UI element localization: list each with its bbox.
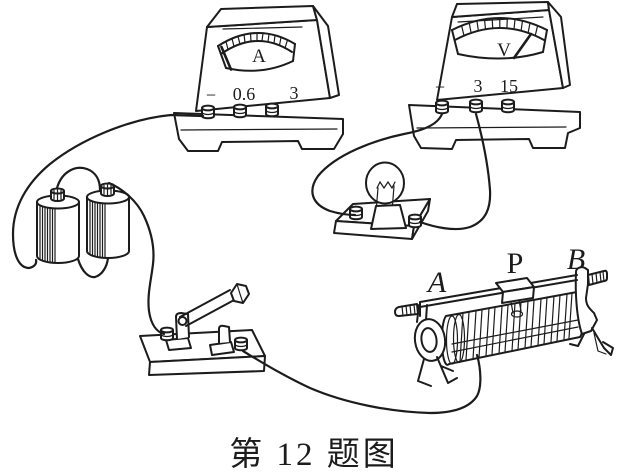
rheostat-terminal-B: [587, 269, 608, 286]
rheostat-label-A: A: [426, 266, 447, 299]
rheostat: A P B: [394, 243, 614, 387]
rheostat-tube-left-cap: [445, 315, 459, 365]
rheostat-label-P: P: [507, 247, 524, 280]
lamp: [333, 161, 431, 240]
ammeter-terminal-label-3: 3: [290, 83, 299, 103]
voltmeter-post-minus: [435, 99, 449, 115]
rheostat-terminal-A: [394, 303, 419, 317]
rheostat-left-stand: [413, 304, 458, 387]
voltmeter-post-3: [469, 98, 483, 114]
switch-pivot: [177, 316, 188, 326]
voltmeter-body-side: [547, 1, 571, 89]
ammeter-dial-letter: A: [252, 46, 266, 67]
wires: [11, 112, 492, 415]
ammeter-post-0-6: [233, 103, 247, 119]
voltmeter-terminal-label-minus: −: [435, 77, 445, 97]
rheostat-right-stand: [569, 266, 614, 356]
battery-cell-2: [86, 182, 130, 259]
voltmeter: V − 3 15: [408, 1, 581, 150]
lamp-bulb: [365, 161, 405, 205]
ammeter-base: [173, 112, 344, 152]
switch-base-front: [148, 355, 266, 376]
wire-under-batteries: [76, 256, 110, 279]
lamp-filament: [375, 180, 396, 207]
wire-ammeter-to-battery: [11, 113, 205, 270]
battery-cell-1-positive-cap: [50, 187, 65, 202]
switch-contact-bracket: [218, 324, 231, 344]
lamp-post-right: [408, 213, 422, 229]
voltmeter-terminal-label-3: 3: [474, 76, 483, 96]
battery-cell-2-shading: [89, 199, 106, 259]
rheostat-label-B: B: [567, 243, 585, 276]
voltmeter-dial-letter: V: [497, 40, 511, 61]
voltmeter-needle-icon: [512, 32, 533, 60]
voltmeter-scale-window: V: [451, 17, 548, 61]
battery-cell-1: [36, 187, 80, 264]
wire-voltmeter-3-to-lamp: [418, 112, 492, 231]
voltmeter-terminal-label-15: 15: [500, 76, 518, 96]
wire-switch-to-rheostat: [241, 349, 482, 415]
battery-cell-1-shading: [39, 204, 56, 264]
switch-lever: [179, 283, 250, 327]
figure-caption: 第 12 题图: [229, 436, 399, 473]
ammeter-needle-icon: [220, 45, 233, 71]
lamp-socket: [370, 204, 407, 230]
ammeter-terminal-label-0-6: 0.6: [233, 84, 256, 104]
ammeter-scale-ticks: [225, 32, 289, 51]
ammeter-post-3: [265, 102, 279, 118]
rheostat-slider: [495, 277, 535, 318]
switch: [139, 283, 266, 376]
wire-battery-to-switch: [107, 181, 166, 336]
ammeter: A − 0.6 3: [173, 5, 344, 152]
wire-cell1-to-cell2: [55, 166, 102, 192]
voltmeter-post-15: [501, 98, 515, 114]
ammeter-terminal-label-minus: −: [206, 85, 216, 105]
rheostat-winding: [451, 292, 579, 363]
voltmeter-scale-ticks: [461, 17, 539, 37]
switch-post-right: [234, 336, 248, 352]
ammeter-scale-window: A: [217, 32, 296, 72]
switch-slot-left: [165, 337, 192, 351]
wire-voltmeter-minus-to-lamp: [311, 112, 444, 217]
switch-slot-right: [209, 341, 235, 356]
rheostat-slide-rail: [419, 274, 578, 317]
ammeter-body-side: [312, 5, 340, 99]
lamp-post-left: [349, 205, 363, 221]
